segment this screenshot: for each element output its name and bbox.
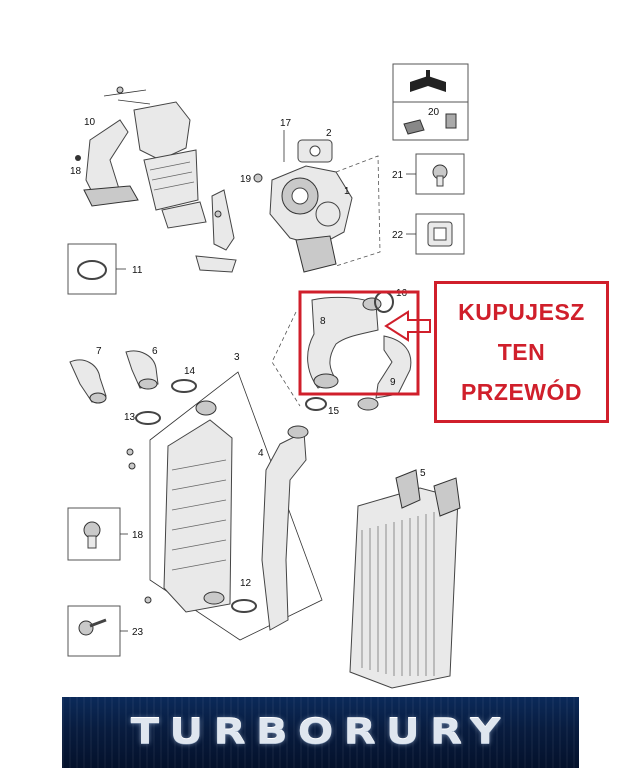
part-number-8: 8 <box>320 316 326 327</box>
bolt-22 <box>432 164 448 187</box>
bolt-18 <box>83 521 101 549</box>
part-number-12: 12 <box>240 578 252 589</box>
part-number-21: 20 <box>428 107 440 118</box>
exhaust-manifold-assembly <box>83 86 237 273</box>
part-number-9: 9 <box>390 377 396 388</box>
hose-6 <box>125 350 159 390</box>
part-number-7: 7 <box>96 346 102 357</box>
part-number-23: 22 <box>392 230 404 241</box>
turbocharger <box>269 130 353 273</box>
promo-line-3: PRZEWÓD <box>460 379 583 405</box>
part-number-3: 3 <box>234 352 240 363</box>
gasket-23 <box>427 221 453 247</box>
hose-7 <box>69 359 107 404</box>
part-number-22: 21 <box>392 170 404 181</box>
part-number-15: 15 <box>328 406 340 417</box>
charge-pipe-4 <box>261 425 309 631</box>
manual-icon-box <box>392 63 469 141</box>
part-11-box <box>67 243 117 295</box>
part-19-box <box>67 605 121 657</box>
intercooler-right <box>349 469 461 689</box>
part-number-19: 23 <box>132 627 144 638</box>
charge-air-hose-9 <box>357 335 412 411</box>
part-number-18: 18 <box>132 530 144 541</box>
parts-diagram: 20 21 22 10 18 11 <box>67 63 469 689</box>
part-number-14: 14 <box>184 366 196 377</box>
intercooler-left <box>163 400 233 613</box>
promo-line-1: KUPUJESZ <box>458 299 585 325</box>
brand-banner: TURBORURY <box>62 697 579 768</box>
promo-line-2: TEN <box>497 339 546 365</box>
part-number-6: 6 <box>152 346 158 357</box>
part-number-5: 5 <box>420 468 426 479</box>
part-number-2: 2 <box>326 128 332 139</box>
part-number-1: 1 <box>344 186 350 197</box>
part-number-20: 19 <box>240 174 252 185</box>
part-number-17: 17 <box>280 118 292 129</box>
part-number-10: 10 <box>84 117 96 128</box>
highlight-frame <box>298 290 420 396</box>
part-number-18-top: 18 <box>70 166 82 177</box>
callout-arrow-icon <box>384 310 431 342</box>
charge-air-hose-8 <box>307 296 382 389</box>
part-number-11: 11 <box>132 265 143 276</box>
promo-callout-box: KUPUJESZ TEN PRZEWÓD <box>434 281 609 423</box>
brand-logo-text: TURBORURY <box>130 711 511 752</box>
part-number-13: 13 <box>124 412 136 423</box>
part-number-4: 4 <box>258 448 264 459</box>
bolt-19 <box>78 618 107 636</box>
